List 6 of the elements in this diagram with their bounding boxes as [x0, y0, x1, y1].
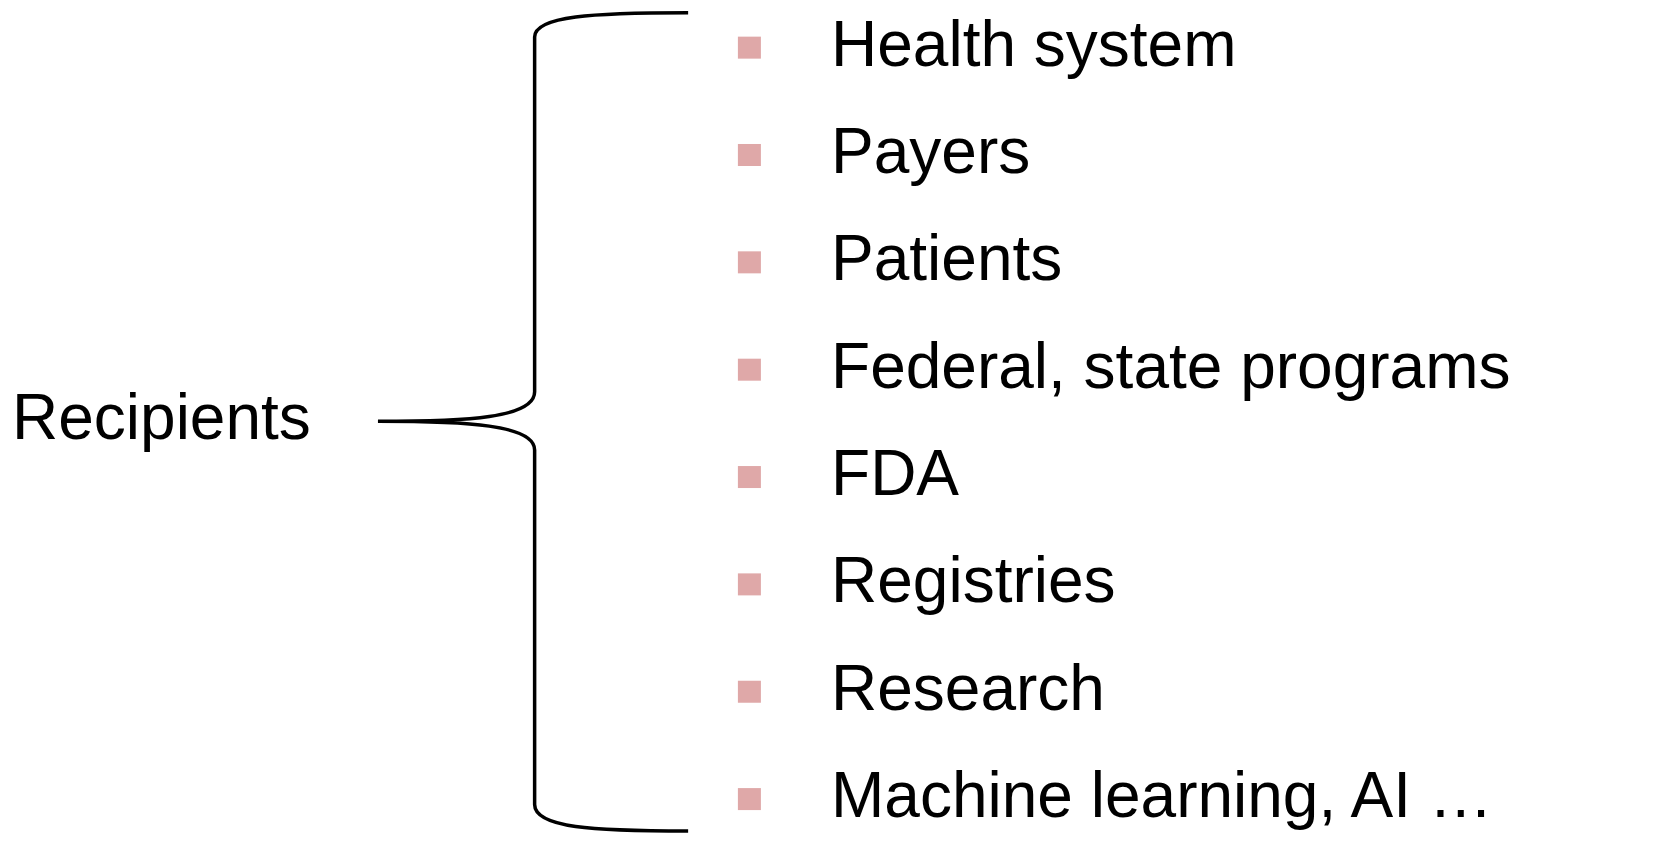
list-item: FDA — [831, 441, 960, 506]
list-item: Machine learning, AI … — [831, 763, 1493, 828]
list-item: Patients — [831, 226, 1063, 291]
group-label: Recipients — [12, 385, 311, 450]
list-item: Research — [831, 655, 1105, 720]
list-item: Registries — [831, 548, 1116, 613]
